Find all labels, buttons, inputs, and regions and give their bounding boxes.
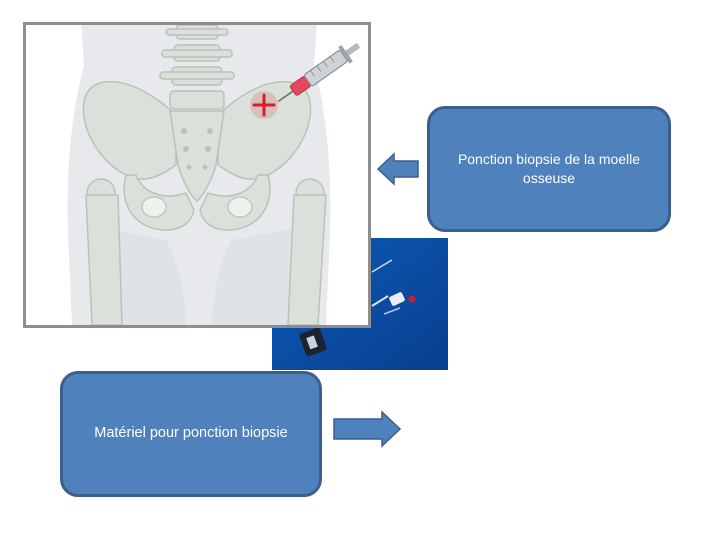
syringe-icon [277, 42, 361, 103]
left-femur-shape [85, 178, 123, 325]
arrow-right-icon [332, 410, 402, 448]
plus-icon [252, 93, 276, 117]
callout-label: Matériel pour ponction biopsie [94, 425, 288, 442]
callout-bone-marrow-biopsy: Ponction biopsie de la moelle osseuse [427, 106, 671, 232]
arrow-left-icon [376, 152, 420, 186]
spine-shape [159, 25, 235, 110]
right-femur-shape [287, 178, 327, 325]
red-cap-shape [408, 295, 416, 303]
left-ilium-shape [82, 80, 177, 180]
callout-label: Ponction biopsie de la moelle osseuse [457, 151, 641, 186]
needle-shape [371, 259, 393, 273]
trocar-handle-shape [389, 292, 405, 306]
right-ilium-shape [217, 80, 312, 180]
callout-biopsy-equipment: Matériel pour ponction biopsie [60, 371, 322, 497]
trocar-shape [371, 295, 389, 307]
pelvis-illustration [23, 22, 371, 328]
